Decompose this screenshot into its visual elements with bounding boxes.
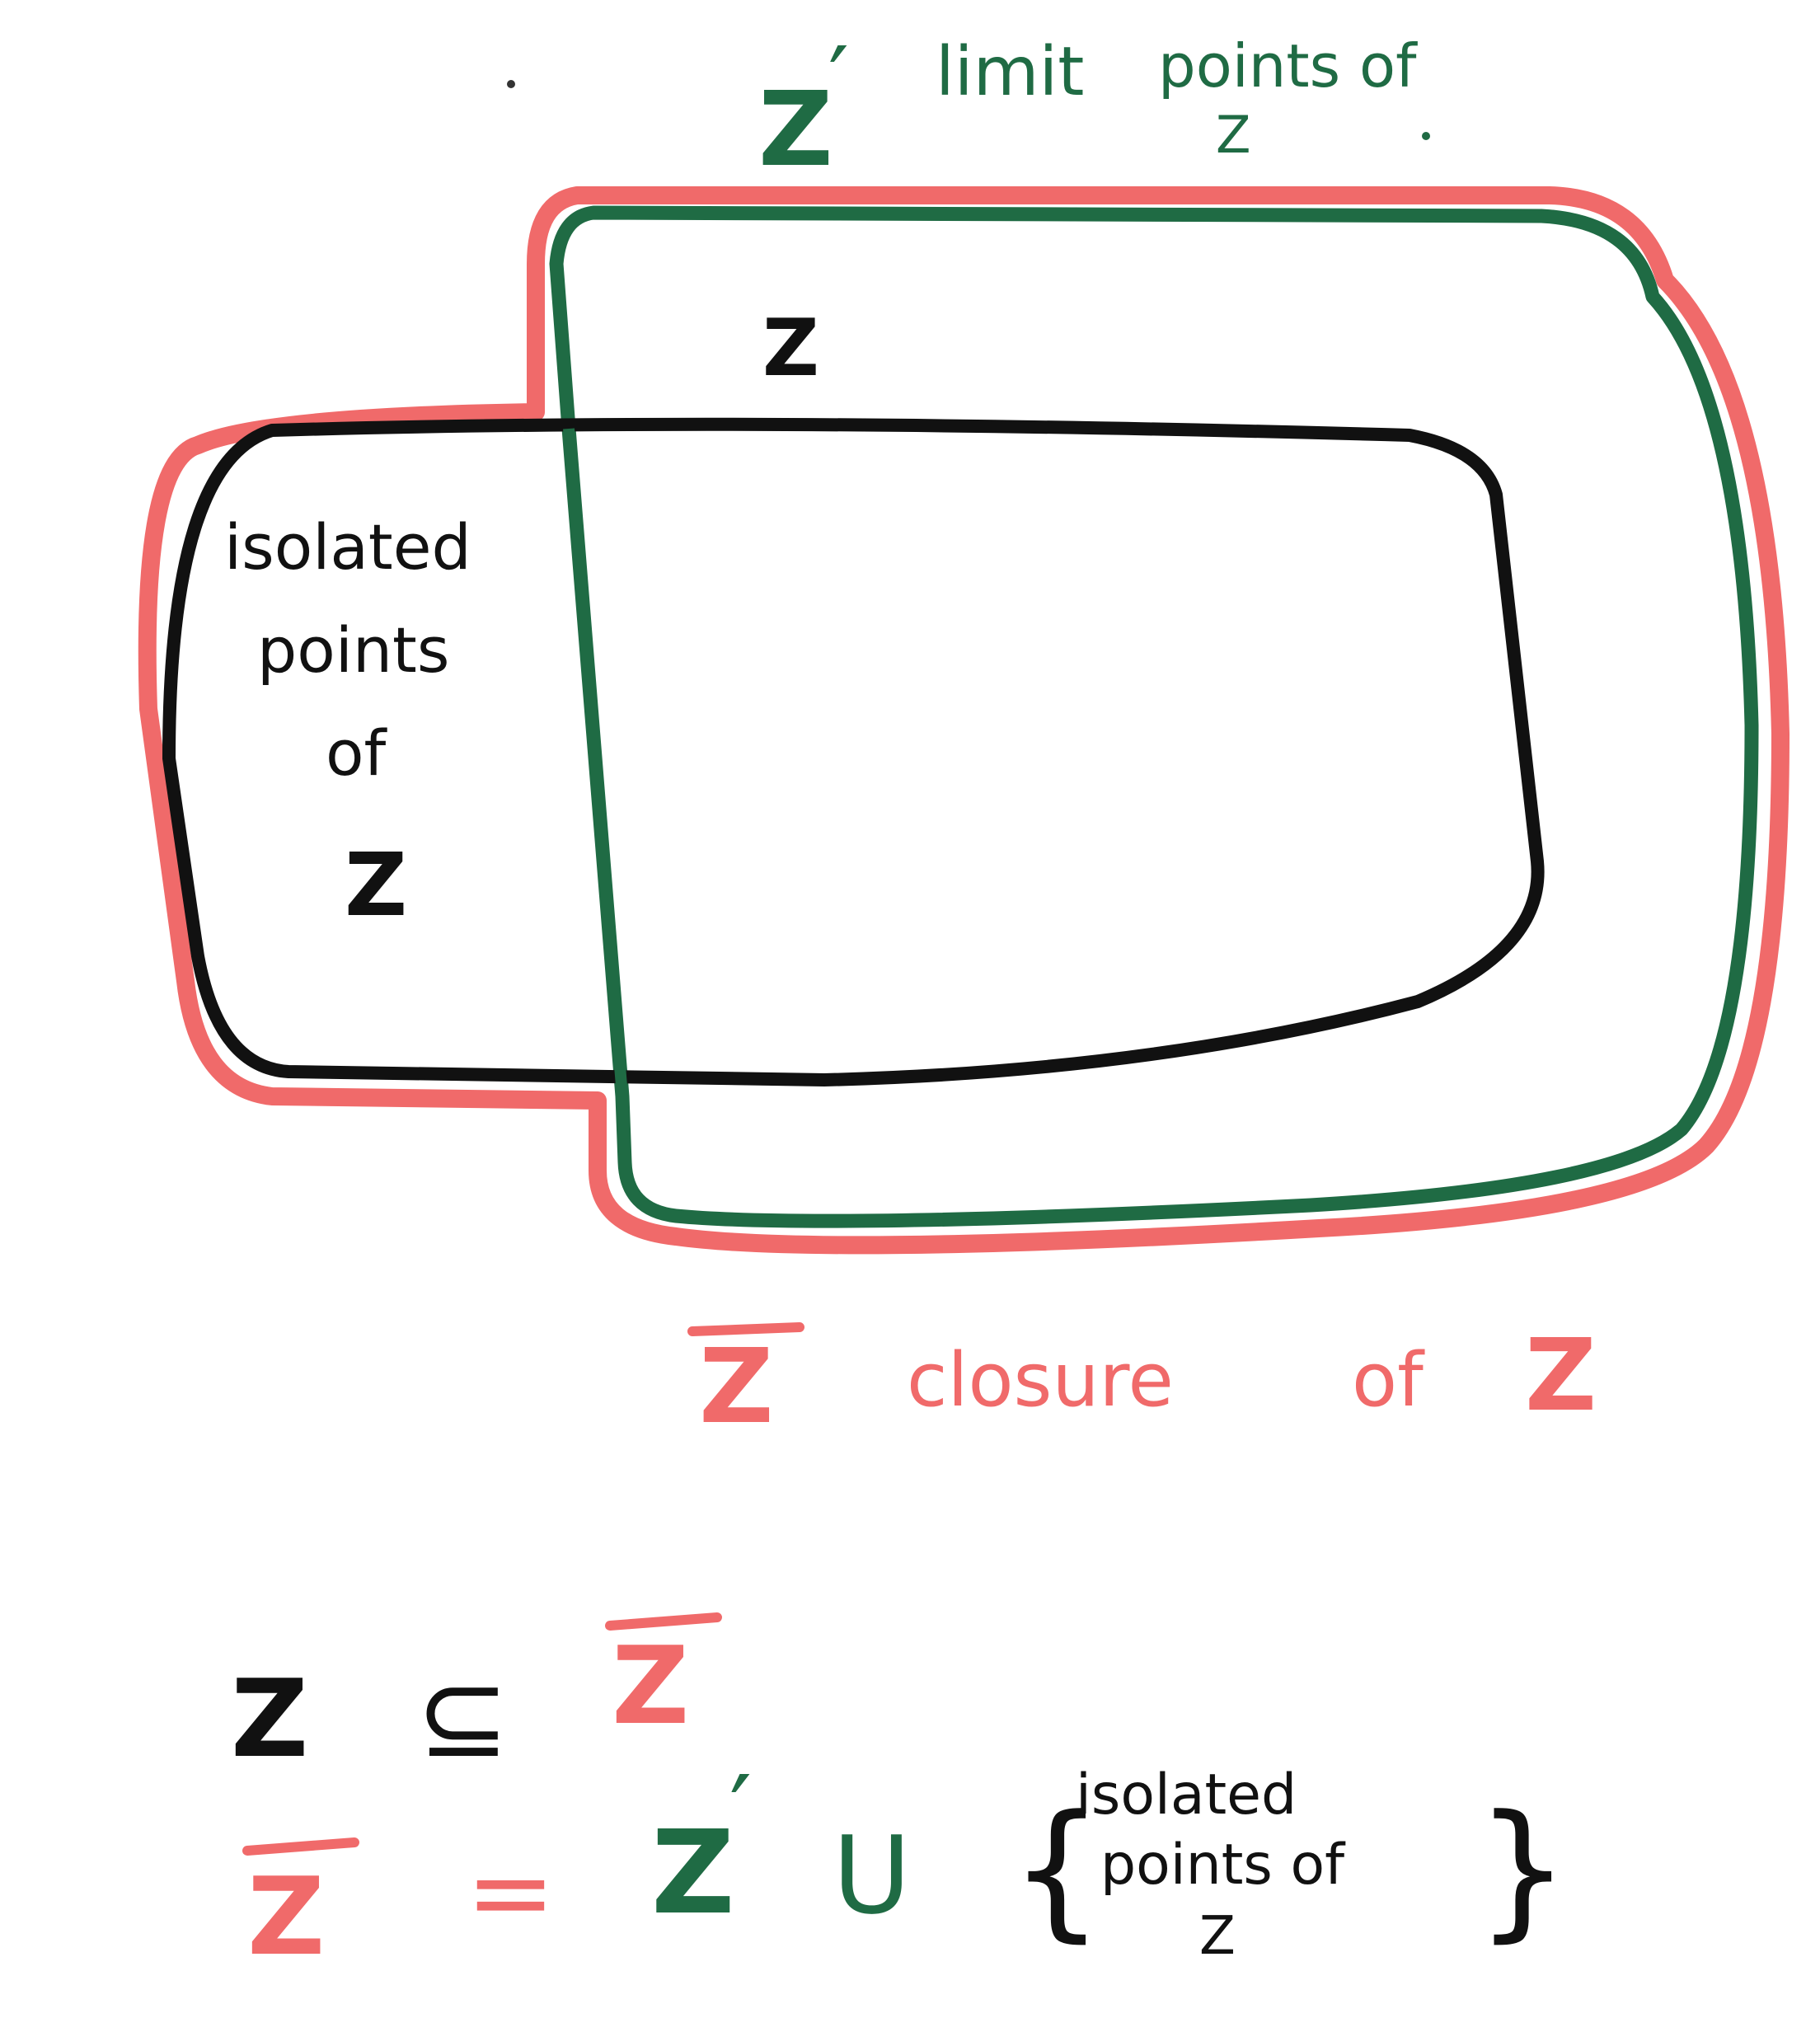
limit-points-z: Z [1216, 105, 1250, 165]
stray-dot [507, 80, 515, 88]
eq2-z-prime: Z [651, 1806, 735, 1941]
eq2-brace-close: } [1475, 1784, 1570, 1956]
eq1-closure-bar [605, 1612, 722, 1631]
eq2-closure-z: Z [247, 1854, 325, 1979]
z-label: Z [762, 303, 819, 394]
eq2-union: U [833, 1813, 911, 1938]
z-set-outline [162, 417, 1545, 1086]
z-prime-mark: ′ [828, 27, 849, 133]
closure-bar [687, 1322, 804, 1336]
closure-z-label: Z [1525, 1319, 1597, 1434]
eq1-right-closure-z: Z [612, 1623, 689, 1748]
eq2-closure-bar [242, 1837, 359, 1856]
eq2-set-line-1: isolated [1076, 1762, 1297, 1828]
eq2-prime-mark: ′ [729, 1756, 752, 1870]
closure-label: closure [907, 1337, 1174, 1424]
closure-of-label: of [1352, 1337, 1425, 1424]
z-prime-symbol: Z [758, 70, 833, 190]
limit-points-region-outline [549, 205, 1759, 1228]
eq1-subset-symbol: ⊆ [416, 1653, 509, 1782]
eq2-set-line-2: points of [1100, 1833, 1346, 1898]
eq1-left-z: Z [231, 1656, 308, 1781]
eq2-set-line-3: Z [1199, 1906, 1236, 1967]
eq2-brace-open: { [1010, 1784, 1105, 1956]
closure-symbol: Z [699, 1327, 774, 1447]
stray-dot [1422, 132, 1430, 140]
limit-label: limit [936, 33, 1084, 111]
closure-region-outline [138, 186, 1790, 1255]
isolated-label-line-2: points [257, 613, 449, 687]
limit-points-inner-boundary [563, 428, 628, 1097]
isolated-label-line-4: Z [345, 835, 407, 936]
limit-points-label: points of [1158, 31, 1418, 101]
isolated-label-line-3: of [326, 716, 387, 790]
eq2-equals: = [466, 1829, 556, 1955]
isolated-label-line-1: isolated [224, 510, 471, 584]
